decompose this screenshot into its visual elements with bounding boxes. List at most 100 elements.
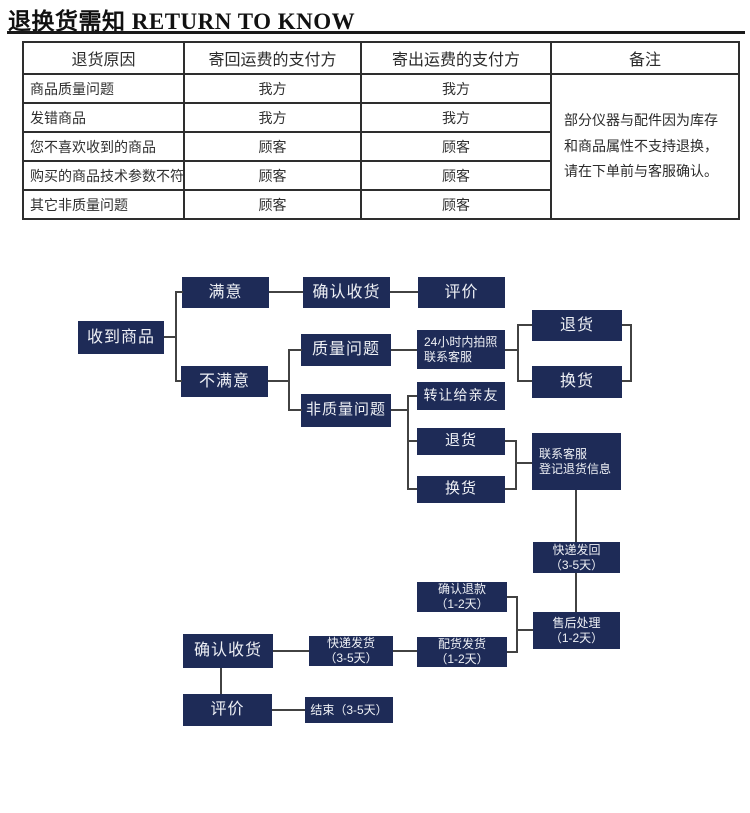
flow-node-unsatisfied: 不满意 — [181, 366, 268, 397]
outbound-payer-cell: 我方 — [360, 73, 552, 104]
table-header-row: 退货原因 寄回运费的支付方 寄出运费的支付方 备注 — [22, 41, 740, 75]
reason-cell: 商品质量问题 — [22, 73, 185, 104]
page-title: 退换货需知 RETURN TO KNOW — [8, 9, 356, 34]
return-payer-cell: 我方 — [183, 102, 362, 133]
connector-line — [391, 349, 417, 351]
connector-line — [507, 651, 517, 653]
flow-node-review-top: 评价 — [418, 277, 505, 308]
node-text-line: 登记退货信息 — [539, 461, 612, 476]
table-row: 商品质量问题 我方 我方 部分仪器与配件因为库存和商品属性不支持退换，请在下单前… — [22, 73, 740, 220]
connector-line — [268, 380, 290, 382]
node-text-line: 联系客服 — [539, 446, 588, 461]
return-payer-cell: 顾客 — [183, 131, 362, 162]
connector-line — [515, 462, 532, 464]
connector-line — [407, 488, 417, 490]
connector-line — [407, 395, 409, 490]
return-payer-cell: 我方 — [183, 73, 362, 104]
node-text-line: 售后处理 — [552, 615, 601, 630]
connector-line — [407, 395, 417, 397]
outbound-payer-cell: 顾客 — [360, 160, 552, 191]
flow-node-confirm-receipt-top: 确认收货 — [303, 277, 390, 308]
connector-line — [630, 324, 632, 382]
connector-line — [517, 324, 532, 326]
connector-line — [176, 291, 183, 293]
node-text-line: 配货发货 — [437, 637, 486, 651]
connector-line — [407, 440, 417, 442]
flow-node-transfer-to-friends: 转让给亲友 — [417, 382, 505, 410]
connector-line — [164, 336, 177, 338]
return-payer-cell: 顾客 — [183, 160, 362, 191]
flow-node-contact-service-register: 联系客服 登记退货信息 — [532, 433, 621, 490]
return-policy-table: 退货原因 寄回运费的支付方 寄出运费的支付方 备注 商品质量问题 我方 我方 部… — [22, 41, 740, 220]
flow-node-confirm-receipt-bottom: 确认收货 — [183, 634, 273, 668]
connector-line — [575, 573, 577, 612]
connector-line — [516, 596, 518, 653]
connector-line — [272, 709, 305, 711]
connector-line — [175, 291, 177, 382]
column-header-reason: 退货原因 — [22, 41, 185, 75]
flow-node-exchange-b: 换货 — [417, 476, 505, 503]
connector-line — [289, 409, 302, 411]
connector-line — [515, 440, 517, 490]
reason-cell: 发错商品 — [22, 102, 185, 133]
flow-node-quality-issue: 质量问题 — [301, 334, 391, 366]
connector-line — [273, 650, 309, 652]
connector-line — [622, 324, 632, 326]
column-header-note: 备注 — [550, 41, 740, 75]
connector-line — [269, 291, 303, 293]
outbound-payer-cell: 我方 — [360, 102, 552, 133]
flow-node-express-return: 快递发回 （3-5天） — [533, 542, 620, 573]
connector-line — [505, 440, 517, 442]
connector-line — [288, 349, 290, 411]
flow-node-non-quality-issue: 非质量问题 — [301, 394, 391, 427]
return-payer-cell: 顾客 — [183, 189, 362, 220]
table-row: 发错商品 我方 我方 — [22, 102, 739, 133]
outbound-payer-cell: 顾客 — [360, 189, 552, 220]
node-text-line: （3-5天） — [324, 651, 378, 665]
connector-line — [393, 650, 417, 652]
connector-line — [517, 324, 519, 382]
title-underline — [7, 31, 745, 34]
flow-node-exchange-a: 换货 — [532, 366, 622, 398]
node-text-line: （3-5天） — [549, 557, 604, 572]
node-text-line: 24小时内拍照 — [424, 334, 498, 349]
node-text-line: 快递发回 — [552, 542, 601, 557]
connector-line — [390, 291, 418, 293]
reason-cell: 您不喜欢收到的商品 — [22, 131, 185, 162]
reason-cell: 其它非质量问题 — [22, 189, 185, 220]
connector-line — [575, 490, 577, 542]
connector-line — [507, 596, 518, 598]
reason-cell: 购买的商品技术参数不符 — [22, 160, 185, 191]
connector-line — [505, 349, 519, 351]
flow-node-confirm-refund: 确认退款 （1-2天） — [417, 582, 507, 612]
flow-node-review-bottom: 评价 — [183, 694, 272, 726]
column-header-return-payer: 寄回运费的支付方 — [183, 41, 362, 75]
connector-line — [176, 380, 182, 382]
node-text-line: （1-2天） — [435, 652, 489, 666]
connector-line — [517, 380, 532, 382]
flow-node-dispatch-shipping: 配货发货 （1-2天） — [417, 637, 507, 667]
connector-line — [220, 668, 222, 694]
connector-line — [505, 488, 517, 490]
table-row: 其它非质量问题 顾客 顾客 — [22, 189, 739, 220]
flow-node-return-b: 退货 — [417, 428, 505, 455]
flow-node-photo-within-24h: 24小时内拍照 联系客服 — [417, 330, 505, 369]
note-cell: 部分仪器与配件因为库存和商品属性不支持退换，请在下单前与客服确认。 — [550, 73, 740, 220]
table-row: 您不喜欢收到的商品 顾客 顾客 — [22, 131, 739, 162]
outbound-payer-cell: 顾客 — [360, 131, 552, 162]
connector-line — [517, 629, 533, 631]
node-text-line: 联系客服 — [424, 349, 473, 364]
connector-line — [289, 349, 302, 351]
flow-node-return-a: 退货 — [532, 310, 622, 341]
flow-node-end: 结束（3-5天） — [305, 697, 393, 723]
flow-node-after-sales-processing: 售后处理 （1-2天） — [533, 612, 620, 649]
node-text-line: （1-2天） — [549, 630, 604, 645]
flow-node-express-shipping: 快递发货 （3-5天） — [309, 636, 393, 666]
connector-line — [391, 409, 409, 411]
node-text-line: （1-2天） — [435, 597, 489, 611]
node-text-line: 确认退款 — [437, 582, 486, 596]
node-text-line: 快递发货 — [326, 636, 375, 650]
table-row: 购买的商品技术参数不符 顾客 顾客 — [22, 160, 739, 191]
flow-node-satisfied: 满意 — [182, 277, 269, 308]
